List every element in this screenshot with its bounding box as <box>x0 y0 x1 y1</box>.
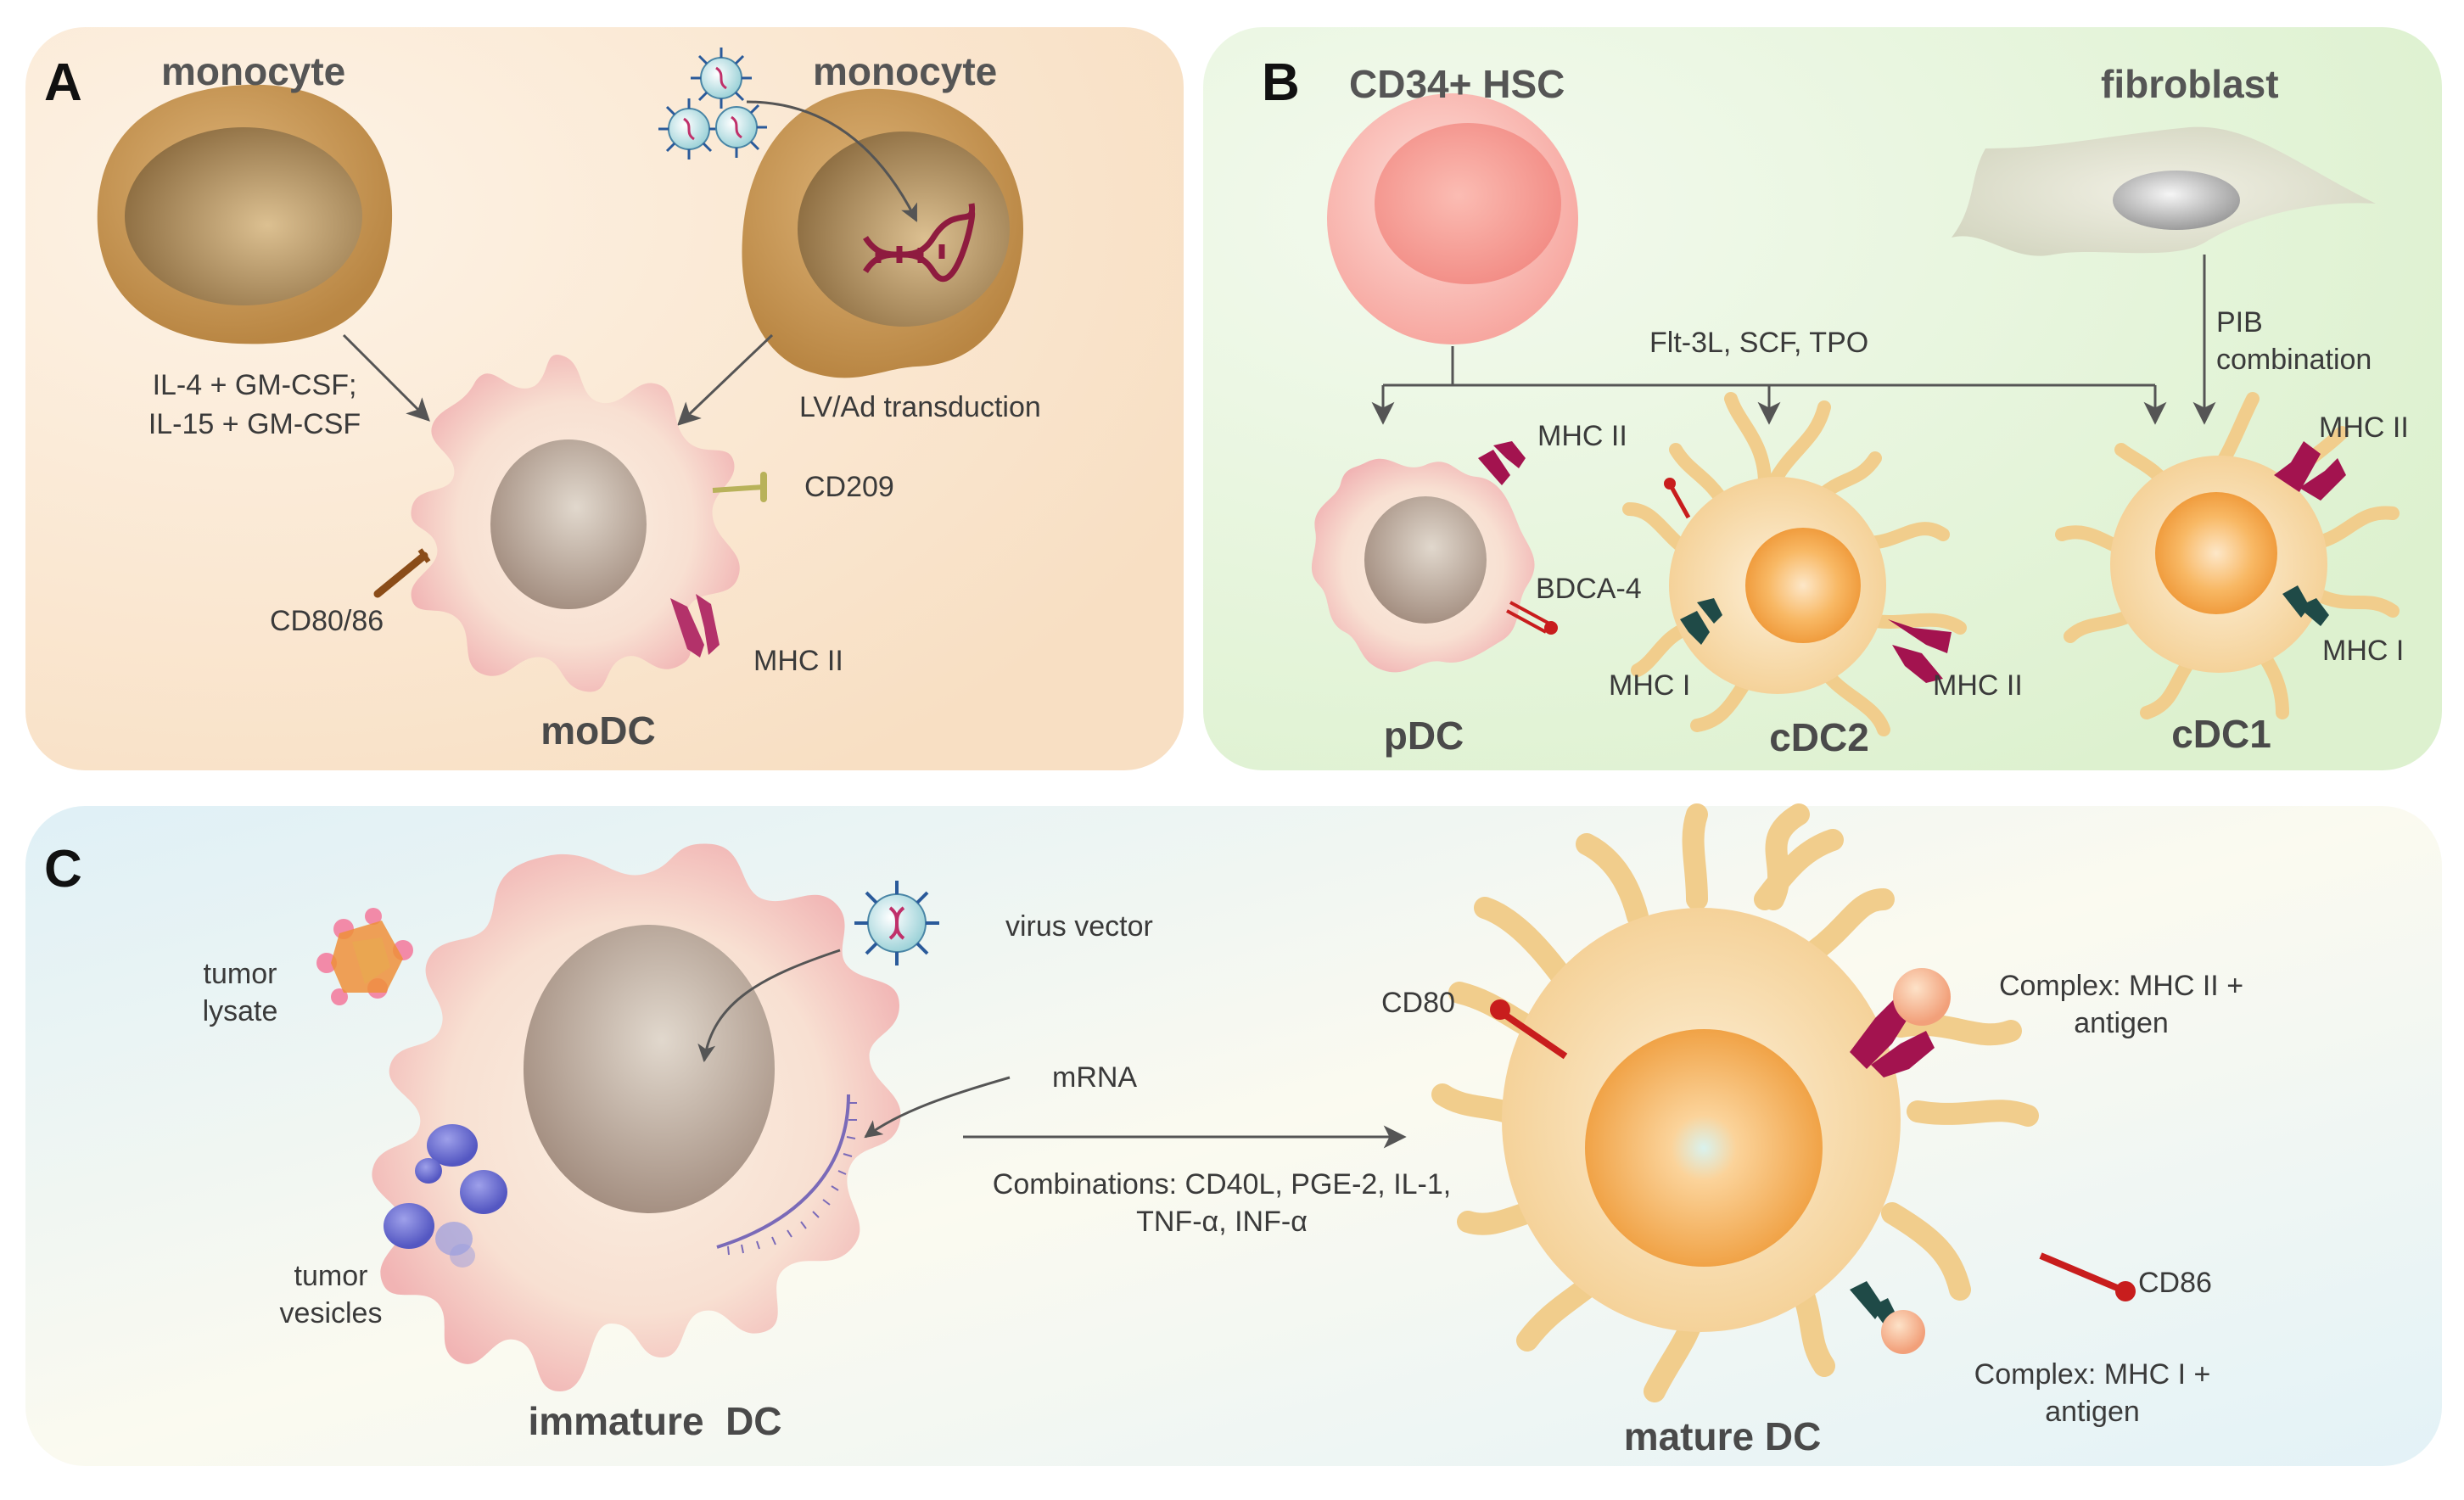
arrow-monocyte-right-to-modc <box>677 333 774 426</box>
cd209-label: CD209 <box>804 471 894 503</box>
mhc2-label-pdc: MHC II <box>1537 420 1627 452</box>
mhc2-receptor-icon-cdc2 <box>1888 619 1952 683</box>
mhc1-label-cdc1: MHC I <box>2322 635 2405 667</box>
mrna-label: mRNA <box>1052 1061 1138 1094</box>
virus-vector-label: virus vector <box>1005 910 1153 943</box>
fibroblast-cell <box>1952 126 2376 256</box>
mhc2-receptor-icon-modc <box>670 594 720 658</box>
tumor-lysate-icon <box>316 908 413 1005</box>
cdc2-red-receptor-icon <box>1664 478 1691 519</box>
cd86-label: CD86 <box>2138 1267 2212 1299</box>
transduction-label: LV/Ad transduction <box>799 391 1041 423</box>
monocyte-left-cell <box>97 84 393 344</box>
tumor-vesicles-label-line1: tumor <box>294 1260 368 1292</box>
pib-label-line2: combination <box>2216 344 2372 376</box>
monocyte-right-cell <box>742 88 1024 378</box>
arrow-virus-to-nucleus <box>697 949 841 1063</box>
modc-label: moDC <box>540 708 656 753</box>
dna-icon <box>863 203 976 283</box>
cytokine-label-line1: IL-4 + GM-CSF; <box>152 369 357 401</box>
mhc1-receptor-icon-cdc2 <box>1680 598 1722 645</box>
virus-cluster-icon <box>658 48 767 160</box>
immature-dc-label: immature DC <box>528 1399 782 1443</box>
mhc2-label-modc: MHC II <box>753 645 843 677</box>
mhc1-label-cdc2: MHC I <box>1609 669 1691 702</box>
cdc2-label: cDC2 <box>1769 715 1869 759</box>
mhc2-label-cdc2: MHC II <box>1933 669 2023 702</box>
tumor-lysate-label-line1: tumor <box>203 958 277 990</box>
panel-a-letter: A <box>44 53 82 112</box>
bdca4-label: BDCA-4 <box>1536 573 1642 605</box>
monocyte-right-title: monocyte <box>813 49 998 93</box>
mhc2-receptor-icon-pdc <box>1478 441 1526 485</box>
cytokine-label-line2: IL-15 + GM-CSF <box>148 408 361 440</box>
complex-mhc2-label-line1: Complex: MHC II + <box>1998 970 2244 1002</box>
mhc2-label-cdc1: MHC II <box>2319 411 2409 444</box>
pib-label-line1: PIB <box>2216 306 2263 339</box>
cd80-label: CD80 <box>1381 987 1455 1019</box>
arrow-mrna-to-cell <box>864 1076 1011 1139</box>
mrna-strand-icon <box>716 1094 857 1256</box>
tumor-vesicles-label-line2: vesicles <box>279 1297 383 1329</box>
tumor-vesicles-icon <box>384 1124 507 1268</box>
cd209-receptor-icon <box>712 472 767 502</box>
cdc2-cell <box>1622 392 1967 736</box>
combinations-label-line2: TNF-α, INF-α <box>1136 1206 1308 1238</box>
mature-dc-cell <box>1431 803 2039 1402</box>
combinations-label-line1: Combinations: CD40L, PGE-2, IL-1, <box>992 1168 1452 1201</box>
modc-cell <box>411 355 740 692</box>
bdca4-receptor-icon <box>1506 601 1558 635</box>
mhc2-receptor-icon-cdc1 <box>2274 441 2346 501</box>
hsc-cell <box>1327 93 1578 344</box>
hsc-differentiation-arrows <box>1371 346 2167 425</box>
complex-mhc1-label-line1: Complex: MHC I + <box>1974 1358 2211 1391</box>
fibroblast-title: fibroblast <box>2101 62 2279 106</box>
cd86-receptor-icon <box>2039 1252 2136 1301</box>
pdc-cell <box>1311 458 1535 673</box>
mhc1-receptor-icon-cdc1 <box>2282 585 2329 626</box>
mhc1-antigen-complex-icon <box>1850 1281 1925 1354</box>
arrow-monocyte-left-to-modc <box>342 333 430 422</box>
growth-factors-label: Flt-3L, SCF, TPO <box>1649 327 1869 359</box>
tumor-lysate-label-line2: lysate <box>202 995 278 1027</box>
pdc-label: pDC <box>1383 714 1464 758</box>
panel-b-letter: B <box>1262 53 1300 112</box>
cd80-receptor-icon <box>1490 999 1568 1060</box>
immature-dc-cell <box>372 843 901 1391</box>
cd80-86-receptor-icon <box>373 548 431 598</box>
panel-c-letter: C <box>44 840 82 898</box>
monocyte-left-title: monocyte <box>161 49 346 93</box>
virus-vector-icon <box>854 881 939 965</box>
mhc2-antigen-complex-icon <box>1850 968 1951 1077</box>
cd80-86-label: CD80/86 <box>270 605 384 637</box>
cdc1-label: cDC1 <box>2171 712 2271 756</box>
complex-mhc1-label-line2: antigen <box>2045 1396 2140 1428</box>
hsc-title: CD34+ HSC <box>1349 62 1565 106</box>
complex-mhc2-label-line2: antigen <box>2074 1007 2169 1039</box>
mature-dc-label: mature DC <box>1623 1414 1822 1458</box>
